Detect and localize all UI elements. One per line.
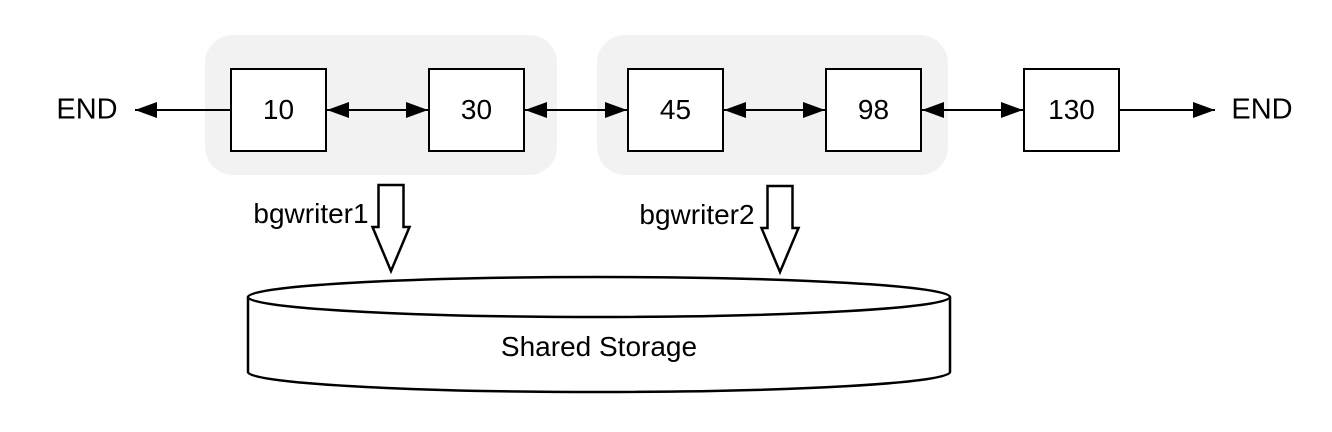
list-node: 98 bbox=[825, 68, 922, 152]
list-node-value: 98 bbox=[857, 94, 890, 125]
down-block-arrow-icon-1 bbox=[370, 183, 412, 275]
list-node-value: 45 bbox=[659, 94, 692, 125]
bgwriter1-label: bgwriter1 bbox=[253, 198, 369, 229]
list-node-value: 30 bbox=[460, 94, 493, 125]
down-block-arrow-icon-2 bbox=[759, 184, 801, 276]
storage-cylinder-top bbox=[246, 275, 952, 319]
bgwriter2-label: bgwriter2 bbox=[639, 199, 755, 230]
list-node: 10 bbox=[230, 68, 327, 152]
end-label-left: END bbox=[56, 93, 118, 126]
storage-cylinder-body bbox=[246, 297, 952, 394]
list-node-value: 10 bbox=[262, 94, 295, 125]
list-node: 130 bbox=[1023, 68, 1120, 152]
list-node: 45 bbox=[627, 68, 724, 152]
list-node-value: 130 bbox=[1048, 94, 1095, 125]
list-node: 30 bbox=[428, 68, 525, 152]
shared-storage-label: Shared Storage bbox=[500, 331, 698, 362]
end-label-right: END bbox=[1231, 93, 1293, 126]
